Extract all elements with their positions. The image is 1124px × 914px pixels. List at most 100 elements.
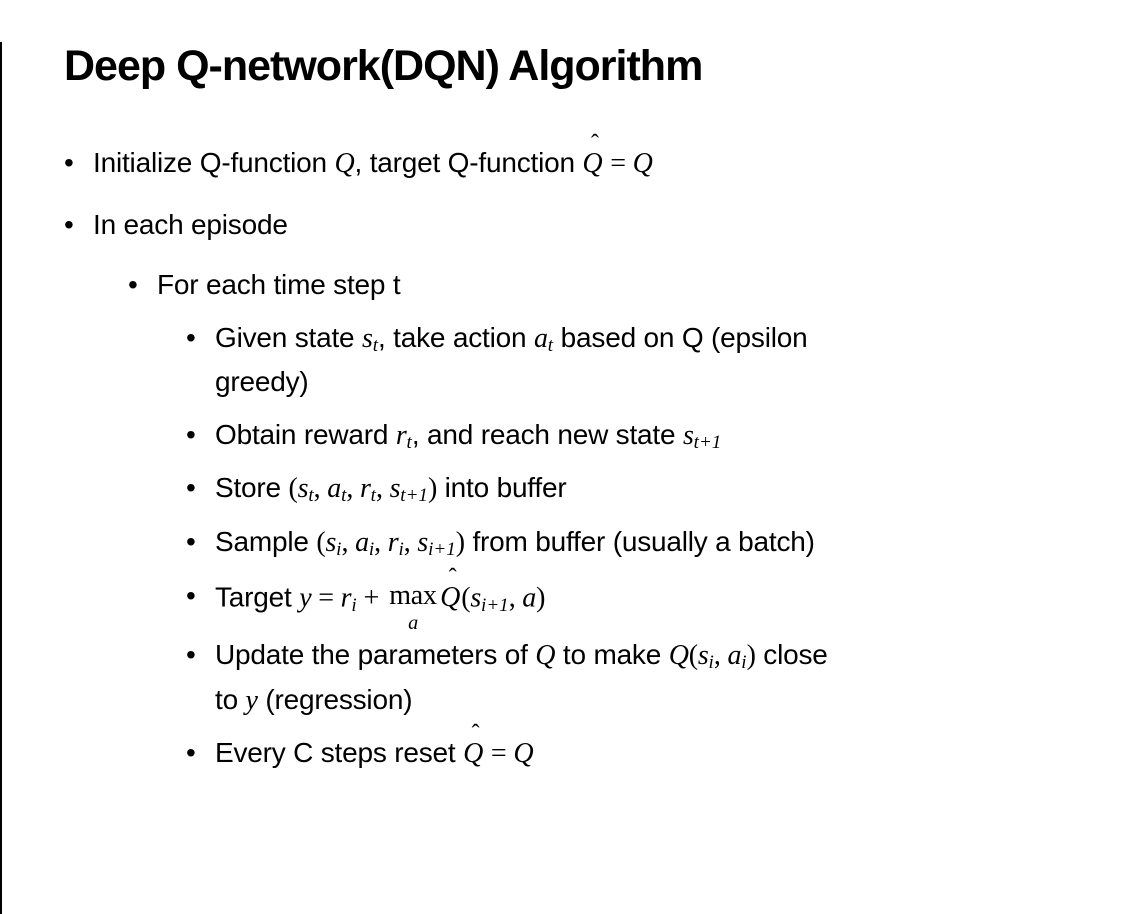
text-segment: into buffer: [437, 472, 567, 504]
bullet-content: For each time step t: [157, 263, 1084, 306]
math-segment: ,: [713, 640, 728, 672]
math-segment: i: [336, 539, 342, 561]
math-segment: ,: [313, 473, 328, 505]
math-segment: i: [351, 594, 357, 616]
bullet-marker: •: [186, 472, 196, 504]
math-segment: ,: [508, 582, 523, 614]
bullet-content: Obtain reward rt, and reach new state st…: [215, 413, 1084, 458]
math-segment: i: [368, 539, 375, 561]
math-segment: Q: [535, 640, 556, 672]
math-segment: ): [536, 582, 546, 614]
math-segment: =: [484, 738, 514, 770]
slide: Deep Q-network(DQN) Algorithm • Initializ…: [0, 42, 1124, 914]
math-segment: ,: [375, 473, 390, 505]
math-segment: Q: [463, 738, 484, 770]
bullet-item: • Update the parameters of Q to make Q(si…: [0, 633, 1124, 722]
math-segment: y: [299, 582, 312, 614]
math-segment: Q: [668, 640, 689, 672]
text-segment: greedy): [215, 366, 309, 398]
text-segment: Update the parameters of: [215, 639, 536, 671]
math-segment: ,: [346, 473, 360, 505]
math-segment: =: [603, 148, 633, 180]
math-segment: Q: [513, 738, 534, 770]
bullet-marker: •: [186, 418, 196, 450]
math-segment: s: [325, 527, 337, 559]
bullet-marker: •: [64, 147, 74, 179]
bullet-item: •Sample (si, ai, ri, si+1) from buffer (…: [0, 520, 1124, 565]
math-segment: r: [387, 527, 399, 559]
math-segment: i+1: [428, 539, 456, 561]
math-segment: (: [288, 473, 298, 505]
bullet-item: • Obtain reward rt, and reach new state s…: [0, 413, 1124, 458]
text-segment: In each episode: [93, 208, 288, 240]
math-segment: t: [308, 485, 314, 507]
math-segment: ,: [341, 527, 356, 559]
max-argument: a: [408, 611, 418, 634]
text-segment: to make: [555, 639, 669, 671]
text-segment: close: [755, 639, 828, 671]
math-segment: s: [389, 473, 401, 505]
hat-accent-icon: ˆ: [448, 564, 457, 591]
bullet-item: • In each episode: [0, 203, 1124, 246]
math-segment: t+1: [400, 485, 428, 507]
bullet-marker: •: [186, 579, 196, 611]
bullet-content: Given state st, take action at based on …: [215, 316, 1084, 404]
math-segment: Q: [440, 582, 461, 614]
math-segment: i: [398, 539, 404, 561]
math-segment: s: [362, 322, 373, 354]
text-segment: Obtain reward: [215, 418, 396, 450]
text-segment: , take action: [378, 321, 534, 353]
bullet-item: • Initialize Q-function Q, target Q-funct…: [0, 132, 1124, 185]
text-segment: , and reach new state: [411, 418, 683, 450]
text-segment: Sample: [215, 526, 317, 558]
bullet-item: • For each time step t: [0, 263, 1124, 306]
math-segment: r: [359, 473, 371, 505]
math-segment: a: [727, 640, 742, 672]
slide-left-edge: [0, 42, 2, 914]
text-segment: to: [215, 684, 246, 716]
math-segment: ,: [403, 527, 418, 559]
bullet-content: Sample (si, ai, ri, si+1) from buffer (u…: [215, 520, 1084, 565]
bullet-marker: •: [128, 269, 138, 301]
math-segment: s: [417, 527, 429, 559]
math-segment: s: [470, 582, 482, 614]
text-segment: Initialize Q-function: [93, 147, 335, 179]
math-segment: t: [547, 334, 554, 356]
text-segment: For each time step t: [157, 269, 401, 301]
math-segment: i: [741, 652, 747, 674]
math-segment: (: [316, 527, 326, 559]
text-segment: Store: [215, 472, 289, 504]
math-segment: t+1: [693, 431, 722, 453]
math-segment: t: [341, 485, 347, 507]
math-segment: y: [245, 685, 258, 717]
bullet-marker: •: [186, 639, 196, 671]
math-segment: t: [406, 431, 412, 453]
math-segment: ): [427, 473, 438, 505]
math-segment: ,: [374, 527, 388, 559]
text-segment: Every C steps reset: [215, 737, 464, 769]
bullet-content: Initialize Q-function Q, target Q-functi…: [93, 132, 1084, 185]
bullet-content: Update the parameters of Q to make Q(si,…: [215, 633, 1084, 722]
math-segment: i: [708, 652, 714, 674]
bullet-marker: •: [186, 737, 196, 769]
bullet-content: In each episode: [93, 203, 1084, 246]
text-segment: , target Q-function: [354, 147, 583, 179]
math-segment: =: [311, 582, 341, 614]
hat-accent-icon: ˆ: [590, 130, 599, 157]
bullet-marker: •: [64, 208, 74, 240]
text-segment: (regression): [257, 684, 413, 716]
bullet-marker: •: [186, 321, 196, 353]
page-title: Deep Q-network(DQN) Algorithm: [64, 42, 703, 90]
math-segment: (: [461, 582, 471, 614]
bullet-item: •Store (st, at, rt, st+1) into buffer: [0, 466, 1124, 511]
text-segment: Given state: [215, 321, 363, 353]
math-segment: a: [533, 322, 548, 354]
math-segment: ): [746, 640, 756, 672]
math-segment: a: [327, 473, 342, 505]
math-segment: s: [297, 473, 309, 505]
